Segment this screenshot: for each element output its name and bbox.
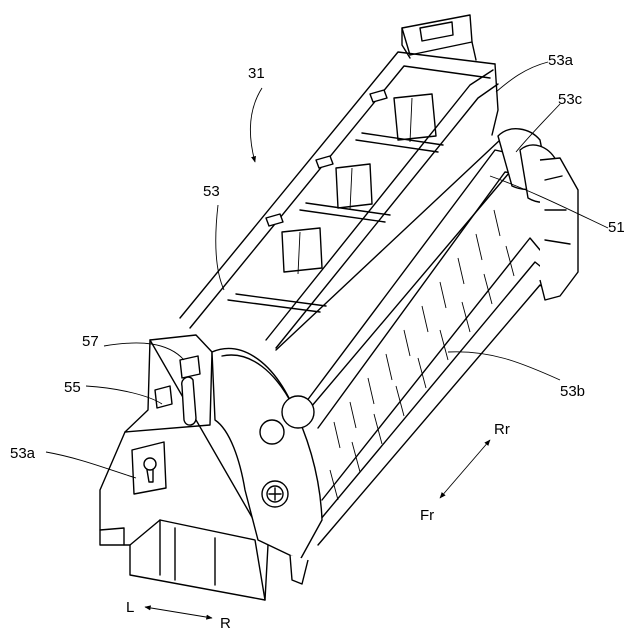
- assembly-pointer: [250, 88, 262, 162]
- roller-51: [276, 129, 578, 420]
- label-front: Fr: [420, 507, 434, 524]
- label-side-wall: 53b: [560, 383, 585, 400]
- label-hook: 55: [64, 379, 81, 396]
- label-left: L: [126, 599, 134, 616]
- label-frame-end-upper: 53a: [548, 52, 574, 69]
- label-assembly: 31: [248, 65, 265, 82]
- label-right: R: [220, 615, 231, 632]
- label-frame: 53: [203, 183, 220, 200]
- label-flange: 53c: [558, 91, 583, 108]
- label-rear: Rr: [494, 421, 510, 438]
- label-tab: 57: [82, 333, 99, 350]
- fixing-unit-drawing: [46, 15, 608, 618]
- label-roller: 51: [608, 219, 625, 236]
- frame-53: [180, 52, 498, 348]
- side-wall-53b: [300, 150, 548, 545]
- label-frame-end-lower: 53a: [10, 445, 36, 462]
